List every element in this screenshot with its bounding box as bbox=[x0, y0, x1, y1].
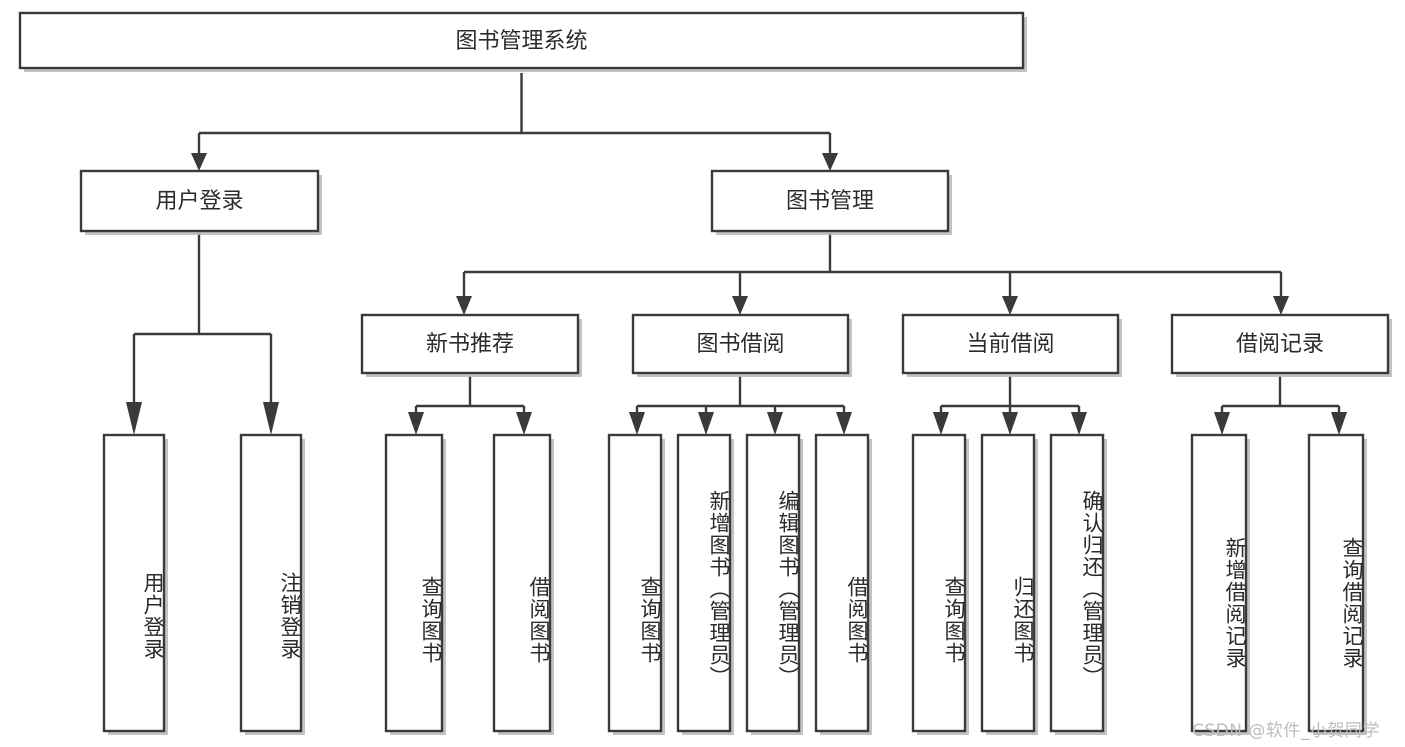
user-login-box[interactable] bbox=[79, 169, 320, 233]
leaf-edit-book-box[interactable] bbox=[745, 433, 801, 733]
arrow-head-leaf-borrow-book-1 bbox=[516, 412, 532, 435]
arrow-head-leaf-add-book bbox=[698, 412, 714, 435]
leaf-query-book-3-box[interactable] bbox=[911, 433, 967, 733]
arrow-head-leaf-borrow-book-2 bbox=[836, 412, 852, 435]
current-borrow-box[interactable] bbox=[901, 313, 1120, 375]
leaf-user-login-box[interactable] bbox=[102, 433, 166, 733]
arrow-head-leaf-return-book bbox=[1002, 412, 1018, 435]
user-login-label: 用户登录 bbox=[155, 189, 243, 214]
book-manage-box[interactable] bbox=[710, 169, 950, 233]
arrow-head-leaf-add-record bbox=[1214, 412, 1230, 435]
connector-layer bbox=[126, 73, 1347, 435]
leaf-query-book-2-box[interactable] bbox=[607, 433, 663, 733]
leaf-confirm-return-box[interactable] bbox=[1049, 433, 1105, 733]
current-borrow-label: 当前借阅 bbox=[966, 332, 1054, 357]
arrow-head-leaf-query-book-1 bbox=[408, 412, 424, 435]
leaf-borrow-book-1-box[interactable] bbox=[492, 433, 552, 733]
leaf-borrow-book-2-box[interactable] bbox=[814, 433, 870, 733]
arrow-head-leaf-query-record bbox=[1331, 412, 1347, 435]
borrow-record-box[interactable] bbox=[1170, 313, 1390, 375]
arrow-head-borrow-record bbox=[1273, 296, 1289, 315]
book-borrow-box[interactable] bbox=[631, 313, 850, 375]
arrow-head-new-book-recommend bbox=[456, 296, 472, 315]
arrow-head-leaf-edit-book bbox=[767, 412, 783, 435]
arrow-head-leaf-confirm-return bbox=[1071, 412, 1087, 435]
book-manage-label: 图书管理 bbox=[786, 189, 874, 214]
leaf-query-record-box[interactable] bbox=[1307, 433, 1365, 733]
new-book-recommend-box[interactable] bbox=[360, 313, 580, 375]
node-layer: 图书管理系统 用户登录 图书管理 新书推荐 图书借阅 当前借阅 借阅记录 bbox=[18, 11, 1392, 735]
arrow-head-leaf-user-login bbox=[126, 402, 142, 435]
root-box[interactable] bbox=[18, 11, 1025, 70]
leaf-return-book-box[interactable] bbox=[980, 433, 1036, 733]
arrow-head-leaf-user-logout bbox=[263, 402, 279, 435]
leaf-add-book-box[interactable] bbox=[676, 433, 732, 733]
leaf-query-book-1-box[interactable] bbox=[384, 433, 444, 733]
leaf-user-logout-box[interactable] bbox=[239, 433, 303, 733]
csdn-watermark: CSDN @软件_小贺同学 bbox=[1192, 721, 1380, 741]
arrow-head-leaf-query-book-2 bbox=[629, 412, 645, 435]
borrow-record-label: 借阅记录 bbox=[1236, 332, 1324, 357]
book-borrow-label: 图书借阅 bbox=[696, 332, 784, 357]
arrow-head-user-login bbox=[191, 153, 207, 171]
arrow-head-book-manage bbox=[822, 153, 838, 171]
arrow-head-leaf-query-book-3 bbox=[933, 412, 949, 435]
root-label: 图书管理系统 bbox=[455, 29, 587, 54]
new-book-recommend-label: 新书推荐 bbox=[426, 332, 514, 357]
arrow-head-book-borrow bbox=[732, 296, 748, 315]
leaf-add-record-box[interactable] bbox=[1190, 433, 1248, 733]
arrow-head-current-borrow bbox=[1002, 296, 1018, 315]
